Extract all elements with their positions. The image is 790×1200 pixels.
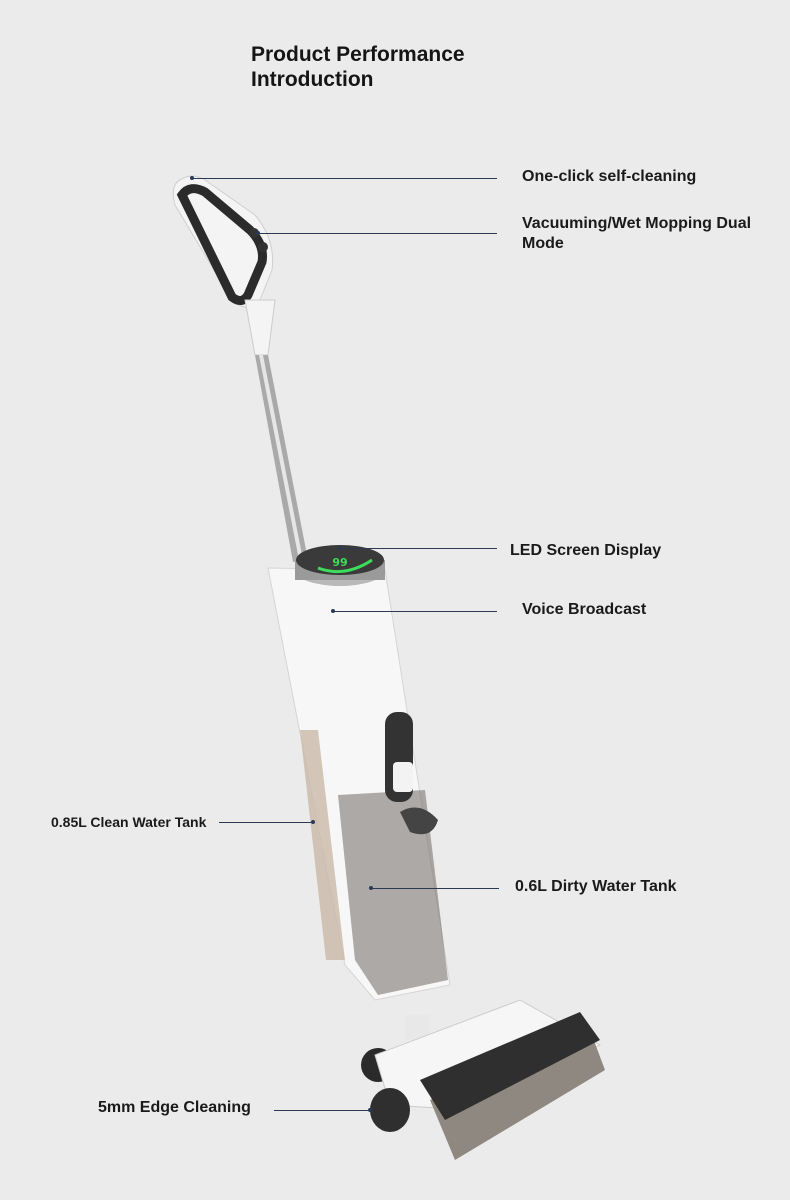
leader-line (340, 548, 497, 549)
pointer-dot (368, 1108, 372, 1112)
leader-line (371, 888, 499, 889)
title-line-2: Introduction (251, 68, 374, 91)
feature-clean-water-tank: 0.85L Clean Water Tank (51, 814, 207, 830)
power-button-icon (258, 242, 268, 252)
leader-line (219, 822, 313, 823)
leader-line (192, 178, 497, 179)
feature-self-cleaning: One-click self-cleaning (522, 168, 697, 185)
pointer-dot (311, 820, 315, 824)
feature-edge-cleaning: 5mm Edge Cleaning (98, 1099, 251, 1116)
edge-nozzle (370, 1088, 410, 1132)
feature-voice-broadcast: Voice Broadcast (522, 601, 647, 618)
roller-brush (430, 1030, 605, 1160)
dirty-water-tank (338, 790, 448, 995)
feature-led-screen: LED Screen Display (510, 542, 662, 559)
leader-line (333, 611, 497, 612)
leader-line (258, 233, 497, 234)
mode-button-icon (249, 228, 259, 238)
feature-dirty-water-tank: 0.6L Dirty Water Tank (515, 878, 677, 895)
vacuum-handle (172, 175, 274, 309)
page-title: Product Performance Introduction (251, 42, 465, 92)
clean-water-tank (300, 730, 345, 960)
led-screen (296, 545, 384, 575)
led-reading: 99 (332, 556, 347, 569)
leader-line (274, 1110, 370, 1111)
title-line-1: Product Performance (251, 43, 465, 66)
feature-dual-mode: Vacuuming/Wet Mopping Dual Mode (522, 215, 752, 252)
